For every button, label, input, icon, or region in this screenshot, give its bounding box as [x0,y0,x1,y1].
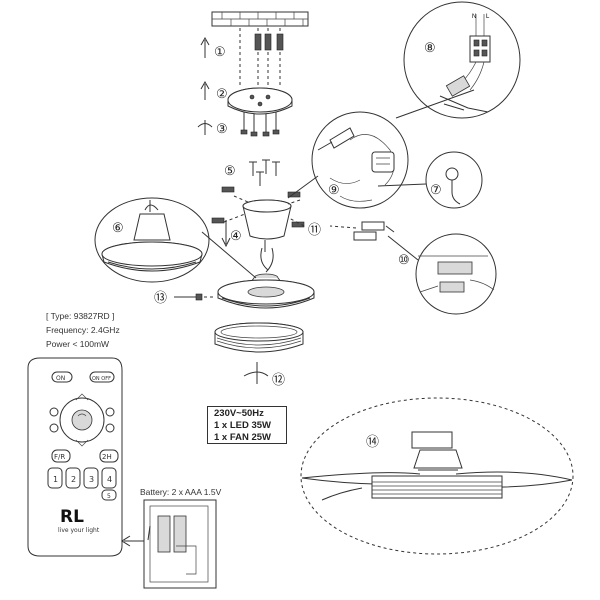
onoff-button-label: ON OFF [92,376,111,382]
step-6-label: ⑥ [112,221,124,236]
step-2-label: ② [216,87,228,102]
step-11-label: ⑪ [308,223,321,238]
step-3-label: ③ [216,122,228,137]
led-ring [214,322,304,353]
step-14-label: ⑭ [366,435,379,450]
arrow-left-icon [121,535,144,547]
wire-n-label: N [472,14,476,20]
detail-view-6 [94,197,257,283]
brand-slogan: live your light [58,527,100,534]
dpad-center-button[interactable] [71,409,93,431]
speed-5-label: 5 [107,493,111,500]
step-9-label: ⑨ [328,183,340,198]
detail-view-7 [377,151,483,209]
step-7-label: ⑦ [430,183,442,198]
speed-3-button[interactable] [83,467,99,489]
step-10-label: ⑩ [398,253,410,268]
arrow-down-icon [221,220,231,248]
step-13-label: ⑬ [154,291,167,306]
speed-4-label: 4 [107,475,112,484]
led-spec: 1 x LED 35W [214,420,272,431]
speed-4-button[interactable] [101,467,117,489]
detail-view-9 [287,89,475,209]
speed-5-button[interactable] [101,489,117,501]
step-12-label: ⑫ [272,373,285,388]
speed-1-label: 1 [53,475,58,484]
speed-3-label: 3 [89,475,94,484]
anchor-lines [239,28,284,88]
mounting-plate [227,87,293,115]
connector-block [329,221,395,241]
2h-button-label: 2H [102,453,112,461]
remote-frequency-text: Frequency: 2.4GHz [46,325,120,335]
brand-logo: RL [60,507,84,527]
step-1-label: ① [214,45,226,60]
final-assembly-view [300,397,574,555]
on-button-label: ON [56,375,65,382]
plate-screws [240,112,280,137]
remote-type-text: [ Type: 93827RD ] [46,311,115,321]
speed-1-button[interactable] [47,467,63,489]
detail-view-8: N L [403,1,521,119]
battery-compartment [143,499,217,589]
battery-label: Battery: 2 x AAA 1.5V [140,487,222,497]
canopy-cup [223,195,305,240]
remote-control: ON ON OFF F/R 2H 1 2 3 4 5 RL live your … [27,357,123,557]
detail-view-10 [387,233,497,315]
on-button[interactable] [51,371,73,383]
fr-button-label: F/R [54,453,65,461]
fan-spec-box: 230V~50Hz 1 x LED 35W 1 x FAN 25W [207,406,287,444]
onoff-button[interactable] [89,371,115,383]
speed-2-label: 2 [71,475,76,484]
fan-body [217,240,315,309]
fr-button[interactable] [51,449,71,463]
remote-power-text: Power < 100mW [46,339,110,349]
2h-button[interactable] [99,449,119,463]
step-4-label: ④ [230,229,242,244]
speed-2-button[interactable] [65,467,81,489]
canopy-screws [211,159,305,228]
rotate-arrow-icon [243,362,269,384]
side-screw-icon [174,293,214,301]
step-numbers: ① ② ③ ⑤ ④ ⑥ ⑦ ⑧ ⑨ ⑩ ⑪ ⑫ ⑬ ⑭ [112,41,442,450]
step-8-label: ⑧ [424,41,436,56]
ceiling-brick-icon [211,11,309,27]
step-5-label: ⑤ [224,164,236,179]
step-arrows [197,36,213,135]
fan-motor-spec: 1 x FAN 25W [214,432,272,443]
voltage-spec: 230V~50Hz [214,408,264,419]
wire-l-label: L [486,14,490,20]
